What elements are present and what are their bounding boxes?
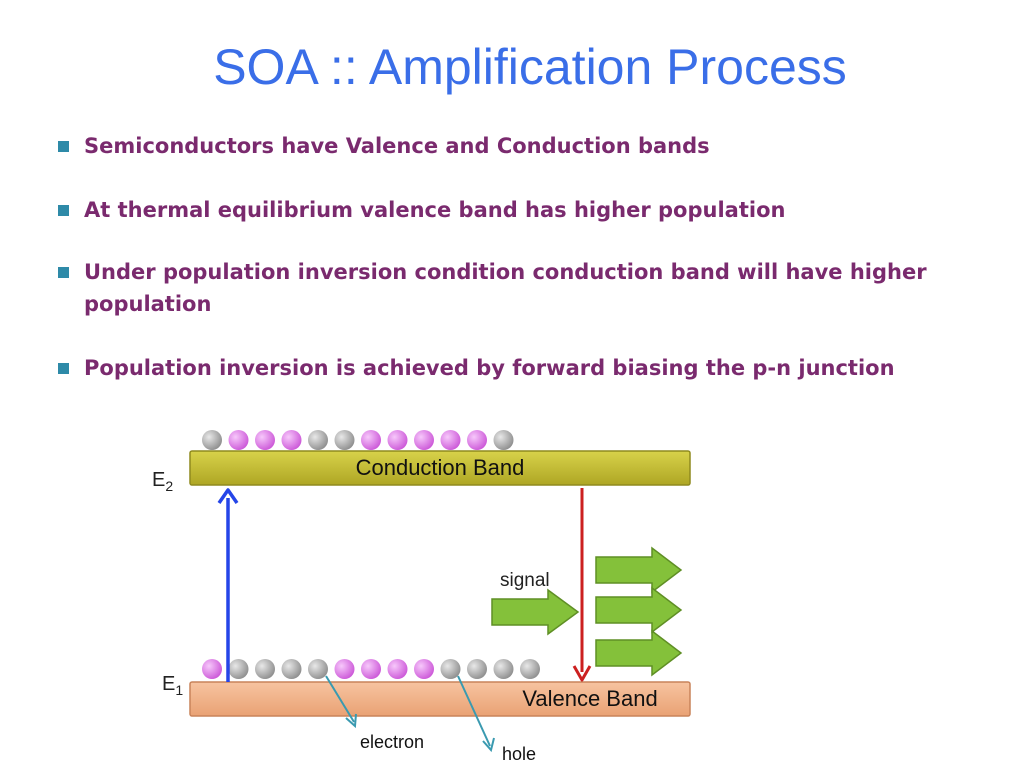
e2-label: E2 [152,469,173,494]
electron-particle [414,659,434,679]
hole-particle [520,659,540,679]
electron-particle [334,659,355,679]
slide-title: SOA :: Amplification Process [213,39,847,95]
electron-particle [255,430,275,450]
signal-input-arrow-icon [491,588,580,636]
e1-label: E1 [162,673,183,698]
hole-particle [255,659,275,679]
bullet-text: Under population inversion condition con… [84,260,927,316]
electron-particle [361,430,381,450]
bullet-item: At thermal equilibrium valence band has … [56,194,984,226]
hole-label: hole [502,744,536,764]
bullet-square-icon [58,267,69,278]
hole-pointer-arrow-icon [457,675,495,753]
electron-particle [440,430,461,450]
hole-particle [493,430,514,450]
valence-band [189,681,691,717]
hole-particle [308,659,328,679]
electron-particle [361,659,381,679]
bullet-square-icon [58,363,69,374]
electron-particle [387,659,408,679]
bullet-square-icon [58,205,69,216]
amplified-output-arrow-icon [595,546,683,594]
valence-band-particles [202,659,540,679]
valence-band-label: Valence Band [522,686,657,711]
hole-particle [228,659,249,679]
electron-label: electron [360,732,424,752]
hole-particle [281,659,302,679]
electron-particle [281,430,302,450]
bullet-item: Population inversion is achieved by forw… [56,352,984,384]
pump-arrow-up-icon [217,488,239,682]
signal-label: signal [500,570,550,591]
amplified-output-arrow-icon [595,586,683,634]
hole-particle [440,659,461,679]
electron-pointer-arrow-icon [325,675,357,729]
electron-particle [387,430,408,450]
conduction-band-particles [202,430,514,450]
conduction-band-label: Conduction Band [356,455,525,480]
bullet-item: Semiconductors have Valence and Conducti… [56,130,984,162]
hole-particle [308,430,328,450]
emission-arrow-down-icon [572,488,592,682]
electron-particle [414,430,434,450]
hole-particle [334,430,355,450]
bullet-item: Under population inversion condition con… [56,256,984,320]
hole-particle [493,659,514,679]
hole-particle [202,430,222,450]
conduction-band [189,450,691,486]
bullet-text: Semiconductors have Valence and Conducti… [84,134,710,158]
amplified-output-arrow-icon [595,629,683,677]
electron-particle [467,430,487,450]
bullet-text: At thermal equilibrium valence band has … [84,198,786,222]
bullet-text: Population inversion is achieved by forw… [84,356,895,380]
bullet-square-icon [58,141,69,152]
electron-particle [202,659,222,679]
electron-particle [228,430,249,450]
hole-particle [467,659,487,679]
